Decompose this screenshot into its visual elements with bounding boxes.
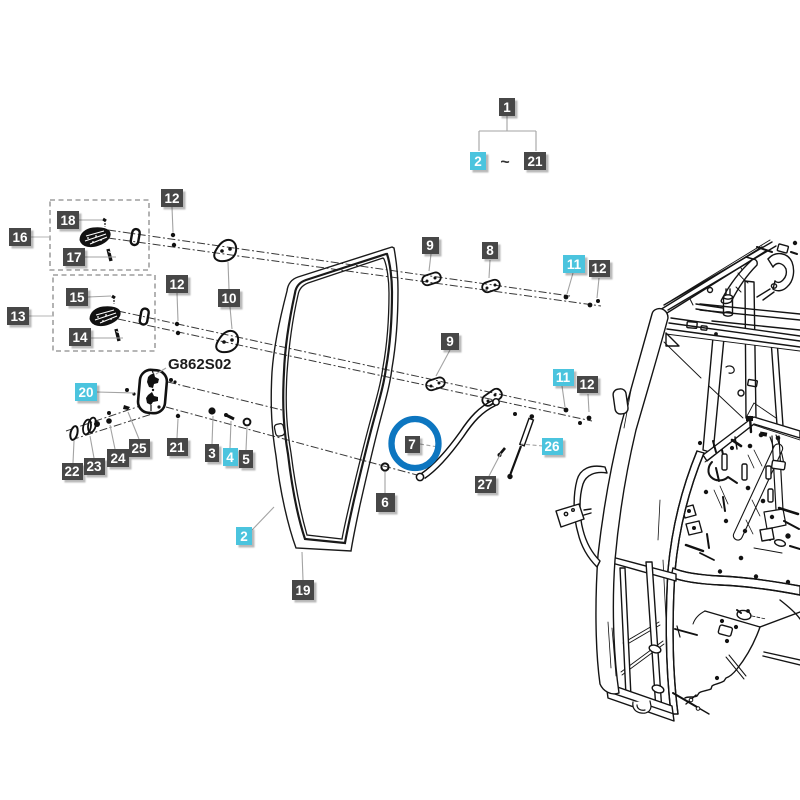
svg-text:16: 16	[12, 230, 28, 245]
svg-text:25: 25	[131, 441, 147, 456]
svg-text:~: ~	[500, 154, 509, 171]
svg-text:2: 2	[240, 529, 248, 544]
svg-text:11: 11	[556, 370, 571, 385]
svg-text:12: 12	[579, 377, 594, 392]
svg-text:12: 12	[169, 277, 184, 292]
svg-text:24: 24	[110, 451, 126, 466]
svg-text:10: 10	[221, 291, 236, 306]
svg-text:4: 4	[226, 450, 234, 465]
svg-text:23: 23	[86, 459, 102, 474]
svg-text:1: 1	[503, 100, 511, 115]
svg-text:18: 18	[60, 213, 76, 228]
svg-text:2: 2	[474, 154, 482, 169]
svg-text:21: 21	[527, 154, 543, 169]
svg-text:9: 9	[446, 334, 454, 349]
svg-text:5: 5	[242, 452, 250, 467]
svg-text:17: 17	[66, 250, 81, 265]
svg-text:12: 12	[591, 261, 606, 276]
svg-text:13: 13	[10, 309, 26, 324]
svg-text:22: 22	[64, 464, 79, 479]
svg-text:27: 27	[477, 477, 492, 492]
svg-text:20: 20	[78, 385, 93, 400]
svg-text:15: 15	[69, 290, 85, 305]
svg-text:G862S02: G862S02	[168, 356, 231, 373]
svg-text:14: 14	[72, 330, 88, 345]
svg-text:21: 21	[169, 440, 185, 455]
svg-text:8: 8	[486, 243, 494, 258]
svg-text:7: 7	[408, 437, 416, 452]
svg-text:26: 26	[544, 439, 560, 454]
svg-text:9: 9	[426, 238, 434, 253]
svg-text:12: 12	[164, 191, 179, 206]
svg-text:11: 11	[567, 257, 582, 272]
svg-text:19: 19	[295, 583, 310, 598]
svg-text:6: 6	[381, 495, 389, 510]
svg-text:3: 3	[208, 446, 216, 461]
